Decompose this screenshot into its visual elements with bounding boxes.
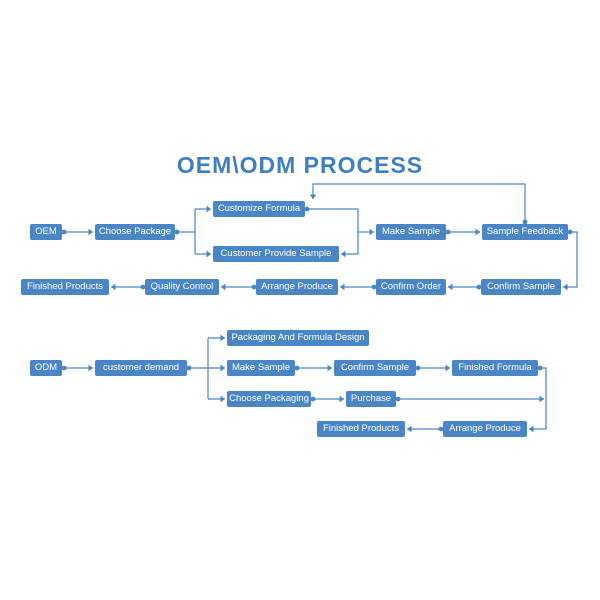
oem-quality-control-node: Quality Control [145,279,219,295]
connector-arrange-to-quality-arrowhead [221,283,226,291]
connector-arrange-to-finished-dot [438,426,444,432]
odm-start-node: ODM [30,360,62,376]
connector-to-customize-formula-arrowhead [206,205,211,213]
oem-customize-formula-node: Customize Formula [213,201,305,217]
connector-confirm-sample-to-order-dot [476,284,482,290]
connector-odm-to-demand-dot [61,365,67,371]
connector-choose-package-out-dot [174,229,180,235]
connector-odm-confirm-to-formula-arrowhead [445,364,450,372]
connector-oem-to-choose-package-dot [61,229,67,235]
connector-feedback-to-customize-formula-dot [522,219,528,225]
connector-customize-to-customer-sample-dot [304,206,310,212]
connector-purchase-to-merge-arrowhead [539,395,544,403]
connector-packaging-to-purchase-arrowhead [339,395,344,403]
connector-quality-to-finished-dot [140,284,146,290]
odm-finished-formula-node: Finished Formula [452,360,538,376]
connector-confirm-sample-to-order-arrowhead [448,283,453,291]
connector-demand-out-dot [186,365,192,371]
oem-sample-feedback-node: Sample Feedback [482,224,568,240]
connector-odm-confirm-to-formula-dot [415,365,421,371]
oem-finished-products-node: Finished Products [21,279,109,295]
connector-odm-make-to-confirm-dot [294,365,300,371]
connector-quality-to-finished-arrowhead [111,283,116,291]
connector-packaging-to-purchase-dot [310,396,316,402]
connector-to-make-sample-arrowhead [369,228,374,236]
oem-make-sample-node: Make Sample [376,224,446,240]
oem-customer-provide-sample-node: Customer Provide Sample [213,246,339,262]
connector-feedback-to-customize-formula [312,183,526,222]
odm-purchase-node: Purchase [346,391,396,407]
connector-to-choose-packaging-arrowhead [220,395,225,403]
connector-formula-to-arrange-dot [537,365,543,371]
connector-arrange-to-quality-dot [251,284,257,290]
odm-arrange-produce-node: Arrange Produce [443,421,527,437]
connector-customize-to-customer-sample-arrowhead [341,250,346,258]
odm-make-sample-node: Make Sample [227,360,295,376]
connector-formula-to-arrange [529,367,547,430]
connector-feedback-to-confirm-sample-dot [567,229,573,235]
connector-feedback-to-customize-formula-arrowhead [309,194,317,199]
diagram-title: OEM\ODM PROCESS [176,152,424,178]
connector-feedback-to-confirm-sample-arrowhead [563,283,568,291]
connector-make-sample-to-feedback-dot [445,229,451,235]
oem-confirm-sample-node: Confirm Sample [481,279,561,295]
odm-packaging-formula-design-node: Packaging And Formula Design [227,330,369,346]
oem-arrange-produce-node: Arrange Produce [256,279,338,295]
odm-choose-packaging-node: Choose Packaging [227,391,311,407]
connector-odm-to-demand-arrowhead [88,364,93,372]
oem-confirm-order-node: Confirm Order [376,279,446,295]
connector-oem-to-choose-package-arrowhead [88,228,93,236]
connector-formula-to-arrange-arrowhead [529,425,534,433]
connector-feedback-to-confirm-sample [563,231,578,288]
connector-purchase-to-merge-dot [395,396,401,402]
connector-to-odm-make-sample-arrowhead [220,364,225,372]
connector-to-customer-provide-sample-arrowhead [206,250,211,258]
odm-finished-products-node: Finished Products [317,421,405,437]
connector-confirm-order-to-arrange-arrowhead [340,283,345,291]
connector-make-sample-to-feedback-arrowhead [475,228,480,236]
oem-choose-package-node: Choose Package [95,224,175,240]
odm-customer-demand-node: customer demand [95,360,187,376]
connector-confirm-order-to-arrange-dot [371,284,377,290]
connector-to-packaging-formula-design-arrowhead [220,334,225,342]
connector-arrange-to-finished-arrowhead [407,425,412,433]
oem-start-node: OEM [30,224,62,240]
odm-confirm-sample-node: Confirm Sample [334,360,416,376]
connector-odm-make-to-confirm-arrowhead [327,364,332,372]
